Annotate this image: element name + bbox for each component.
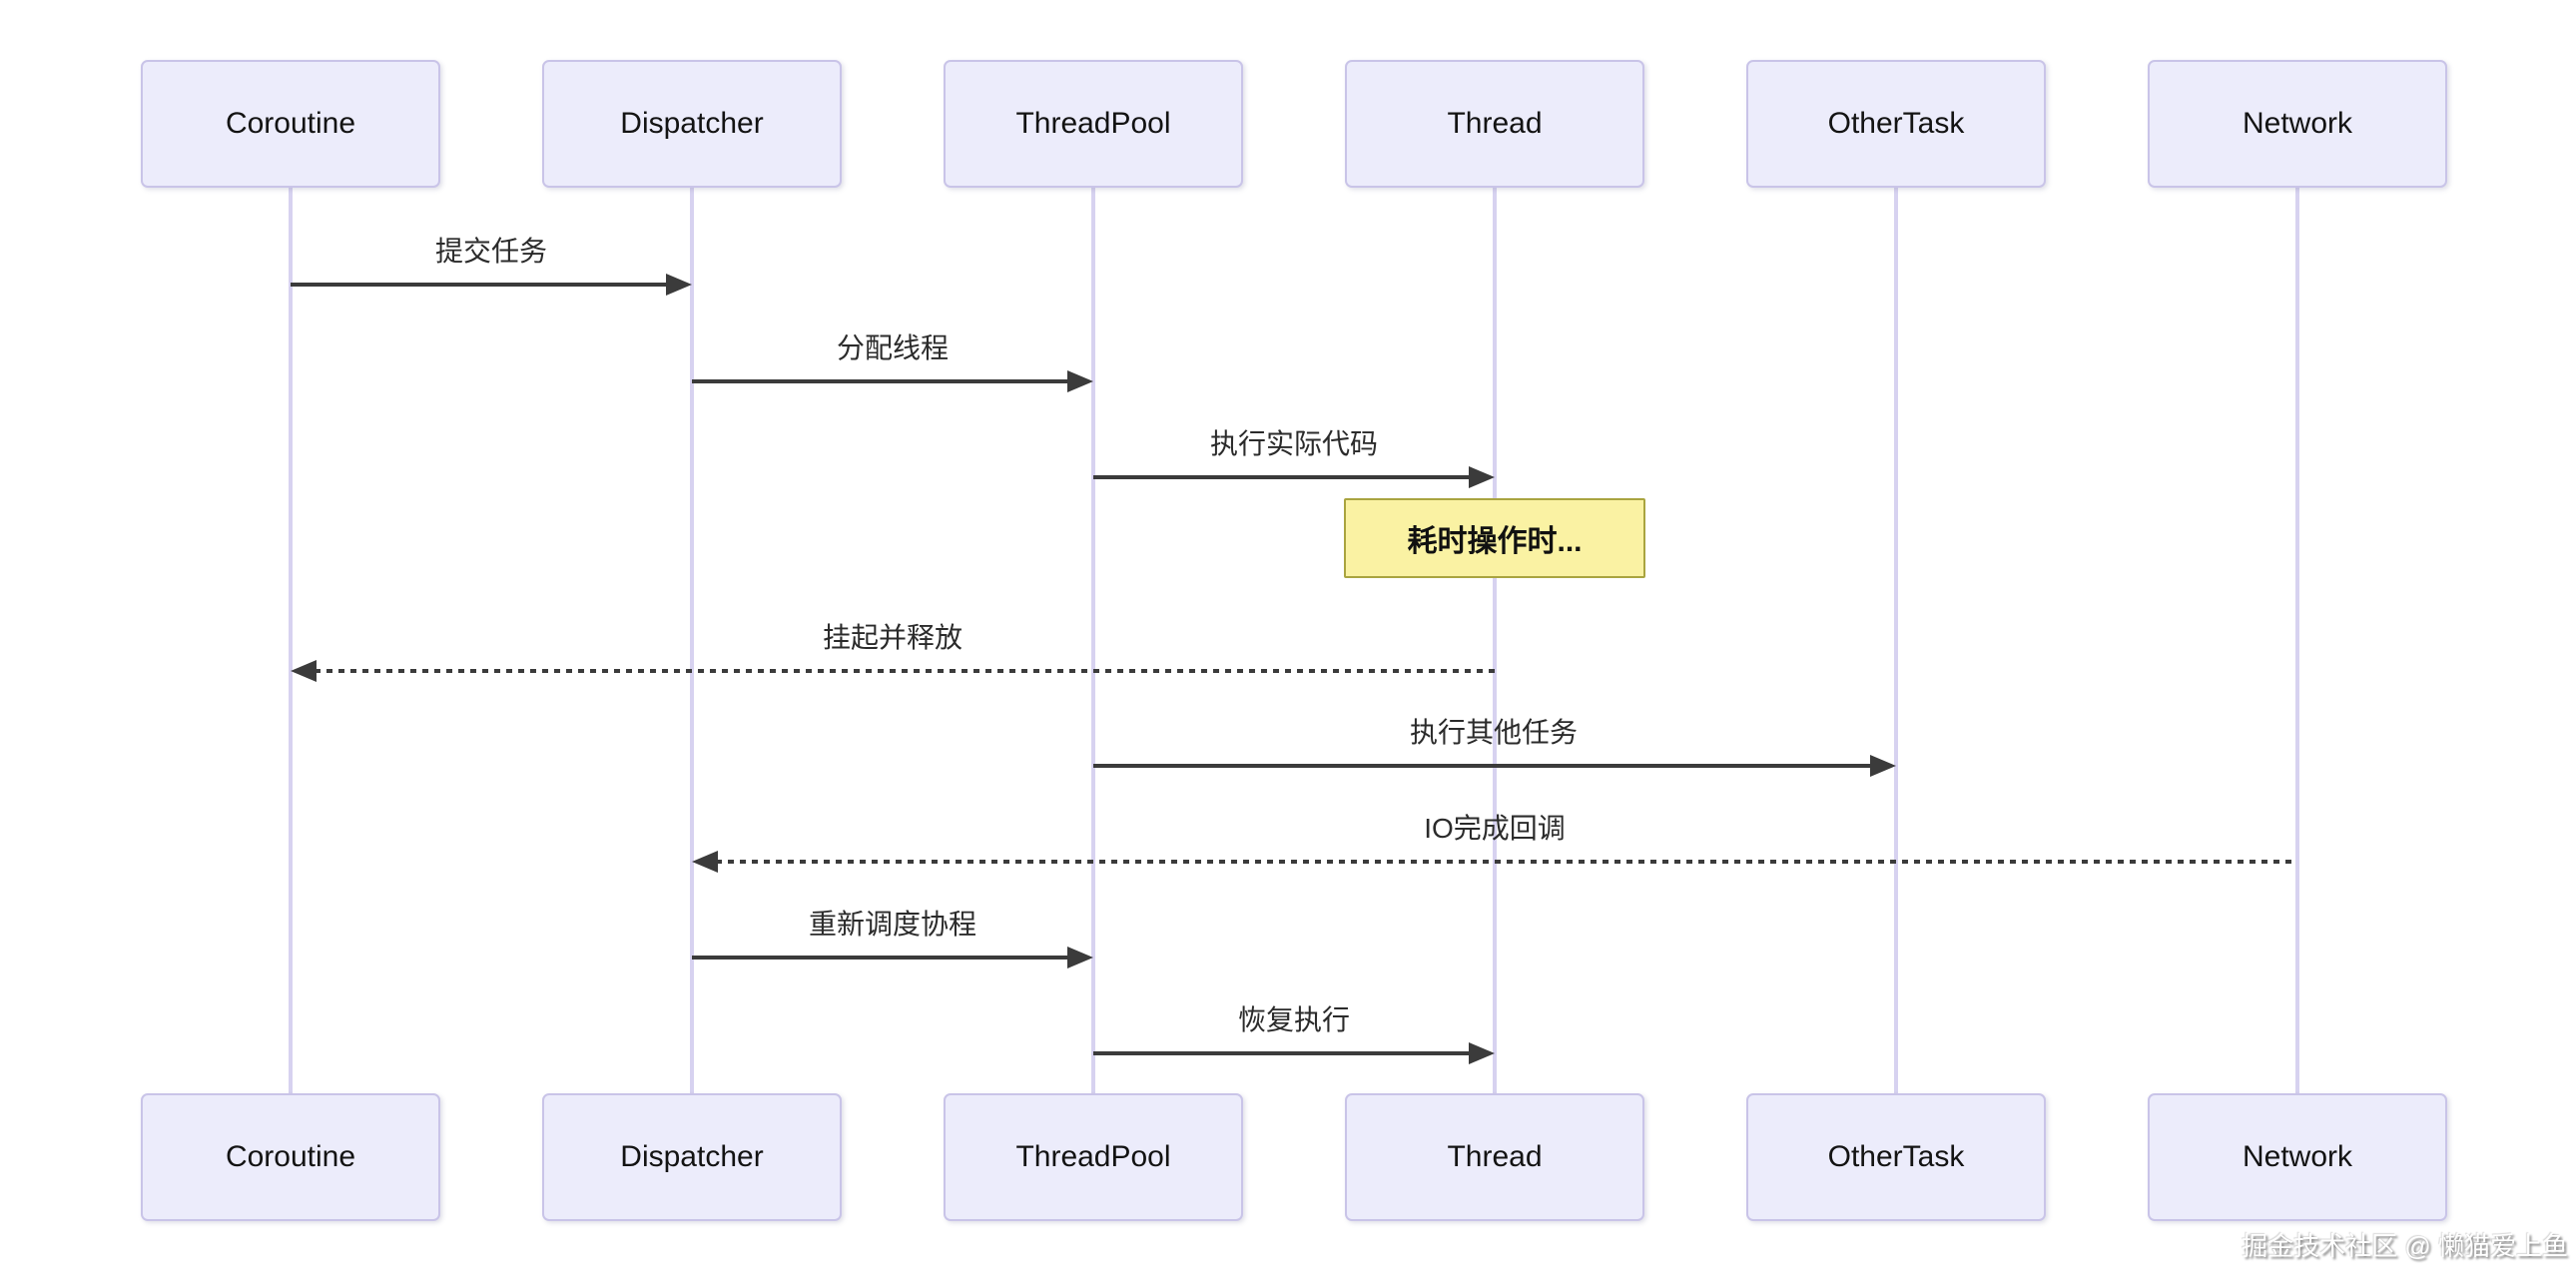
- message-line-assign-thread: [692, 379, 1069, 383]
- message-line-run-other-tasks: [1093, 764, 1872, 768]
- arrowhead-right-icon: [1067, 370, 1093, 392]
- actor-bottom-coroutine: Coroutine: [141, 1093, 440, 1221]
- actor-bottom-dispatcher: Dispatcher: [542, 1093, 842, 1221]
- actor-bottom-threadpool: ThreadPool: [944, 1093, 1243, 1221]
- actor-label: Dispatcher: [620, 1140, 764, 1173]
- actor-label: Thread: [1447, 107, 1543, 140]
- actor-top-thread: Thread: [1345, 60, 1644, 188]
- lifeline-threadpool: [1091, 188, 1095, 1093]
- message-line-reschedule: [692, 956, 1069, 960]
- actor-top-othertask: OtherTask: [1746, 60, 2046, 188]
- arrowhead-right-icon: [1469, 1042, 1495, 1064]
- actor-top-dispatcher: Dispatcher: [542, 60, 842, 188]
- actor-label: Dispatcher: [620, 107, 764, 140]
- lifeline-coroutine: [289, 188, 293, 1093]
- actor-label: Network: [2242, 1140, 2353, 1173]
- actor-label: Coroutine: [225, 107, 356, 140]
- actor-top-coroutine: Coroutine: [141, 60, 440, 188]
- watermark-text: 掘金技术社区 @ 懒猫爱上鱼: [2242, 1231, 2568, 1261]
- actor-bottom-othertask: OtherTask: [1746, 1093, 2046, 1221]
- message-label-suspend-release: 挂起并释放: [822, 622, 963, 653]
- actor-top-network: Network: [2148, 60, 2447, 188]
- message-label-resume: 恢复执行: [1237, 1004, 1350, 1035]
- actor-label: ThreadPool: [1015, 1140, 1171, 1173]
- lifeline-dispatcher: [690, 188, 694, 1093]
- message-label-run-other-tasks: 执行其他任务: [1409, 717, 1578, 748]
- arrowhead-right-icon: [666, 274, 692, 296]
- actor-label: Thread: [1447, 1140, 1543, 1173]
- message-label-reschedule: 重新调度协程: [808, 909, 976, 940]
- actor-top-threadpool: ThreadPool: [944, 60, 1243, 188]
- arrowhead-right-icon: [1870, 755, 1896, 777]
- actor-label: ThreadPool: [1015, 107, 1171, 140]
- message-line-io-callback: [716, 860, 2297, 864]
- actor-label: Coroutine: [225, 1140, 356, 1173]
- message-label-assign-thread: 分配线程: [836, 332, 949, 363]
- message-label-submit-task: 提交任务: [434, 236, 547, 267]
- actor-label: OtherTask: [1827, 1140, 1965, 1173]
- note-label: 耗时操作时...: [1407, 525, 1583, 558]
- actor-bottom-network: Network: [2148, 1093, 2447, 1221]
- actor-label: OtherTask: [1827, 107, 1965, 140]
- message-label-io-callback: IO完成回调: [1424, 813, 1566, 844]
- lifeline-othertask: [1894, 188, 1898, 1093]
- arrowhead-left-icon: [291, 660, 317, 682]
- actor-bottom-thread: Thread: [1345, 1093, 1644, 1221]
- arrowhead-right-icon: [1067, 947, 1093, 968]
- lifeline-thread: [1493, 188, 1497, 1093]
- lifeline-network: [2295, 188, 2299, 1093]
- message-line-run-code: [1093, 475, 1471, 479]
- note-long-operation: 耗时操作时...: [1344, 498, 1645, 578]
- arrowhead-left-icon: [692, 851, 718, 873]
- message-label-run-code: 执行实际代码: [1209, 428, 1378, 459]
- message-line-suspend-release: [315, 669, 1495, 673]
- arrowhead-right-icon: [1469, 466, 1495, 488]
- message-line-resume: [1093, 1051, 1471, 1055]
- actor-label: Network: [2242, 107, 2353, 140]
- message-line-submit-task: [291, 283, 668, 287]
